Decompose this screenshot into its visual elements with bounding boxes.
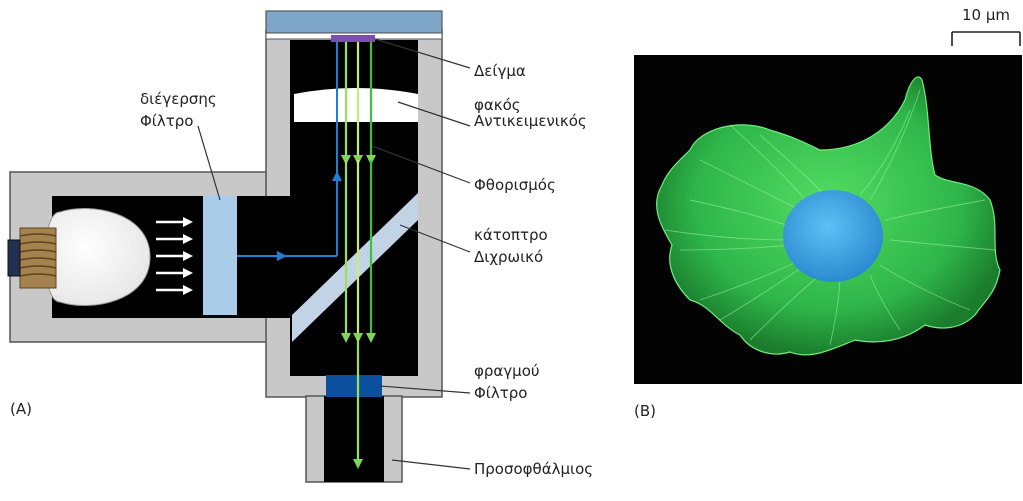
scale-bar [951,31,1021,46]
objective-label-line2: φακός [474,96,521,114]
eyepiece-interior [324,396,384,482]
objective-lens-shape [294,88,418,122]
sample-label: Δείγμα [474,62,526,80]
barrier-label-line1: Φίλτρο [474,384,528,402]
fluorescence-micrograph: 10 μm (B) [634,6,1022,420]
diagram-labels: Δείγμα Αντικειμενικός φακός Φθορισμός Δι… [10,62,593,478]
scale-bar-label: 10 μm [962,6,1010,24]
fluorescence-rays [341,42,376,469]
panel-a-label: (A) [10,400,32,418]
eyepiece-label: Προσοφθάλμιος [474,460,593,478]
objective-label-line1: Αντικειμενικός [474,112,587,130]
dichroic-label-line1: Διχρωικό [474,248,543,266]
dichroic-label-line2: κάτοπτρο [474,226,548,244]
leader-lines [197,38,471,470]
microscope-diagram: Δείγμα Αντικειμενικός φακός Φθορισμός Δι… [7,10,593,483]
cell-filaments [664,89,996,346]
stage-plate [265,10,443,34]
excitation-label-line1: Φίλτρο [140,112,194,130]
lamp-arrows [156,217,193,295]
cell-nucleus [783,190,883,282]
excitation-filter-shape [203,196,237,315]
dichroic-mirror-shape [292,193,418,342]
fluorescence-label: Φθορισμός [474,176,556,194]
excitation-label-line2: διέγερσης [140,90,217,108]
panel-b-label: (B) [634,402,656,420]
sample-purple [331,35,375,42]
light-bulb-icon [7,207,151,307]
excitation-ray [237,42,342,261]
barrier-label-line2: φραγμού [474,362,540,380]
barrier-filter-shape [326,375,382,397]
